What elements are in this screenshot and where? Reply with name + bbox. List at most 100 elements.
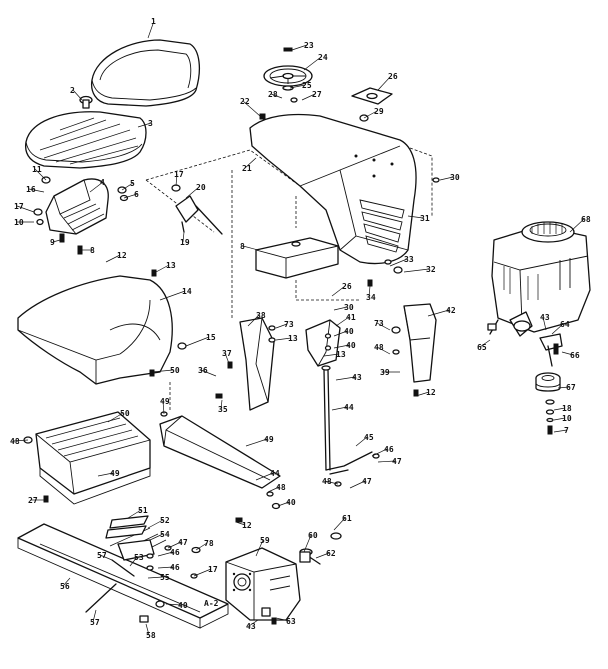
callout-number: 23: [304, 41, 314, 50]
callout-12: 12: [415, 388, 436, 397]
callout-number: 47: [178, 538, 188, 547]
leader-line: [303, 534, 312, 553]
callout-18: 18: [553, 404, 572, 413]
transaxle: [225, 547, 301, 625]
leader-line: [389, 258, 408, 267]
callout-38: 38: [247, 311, 266, 327]
callout-73: 73: [275, 320, 294, 329]
callout-number: 56: [60, 582, 70, 591]
callout-60: 60: [303, 531, 318, 553]
leader-line: [34, 168, 47, 181]
callout-14: 14: [159, 287, 192, 301]
leader-line: [301, 93, 316, 101]
leader-line: [185, 186, 200, 199]
callout-44: 44: [255, 469, 280, 481]
callout-number: 66: [570, 351, 580, 360]
leader-line: [149, 533, 164, 541]
callout-17: 17: [193, 565, 218, 577]
callout-number: 51: [138, 506, 148, 515]
callout-26: 26: [331, 282, 352, 297]
callout-number: 34: [366, 293, 376, 302]
leader-line: [331, 285, 346, 297]
leader-line: [107, 412, 124, 423]
leader-line: [224, 352, 231, 367]
callout-43: 43: [335, 373, 362, 382]
callout-12: 12: [105, 251, 127, 263]
leader-line: [248, 619, 259, 627]
steering-cap: [351, 87, 393, 105]
callout-number: 44: [270, 469, 280, 478]
callout-number: 13: [166, 261, 176, 270]
callout-number: 5: [130, 179, 135, 188]
callout-13: 13: [275, 334, 298, 343]
leader-line: [267, 486, 280, 493]
leader-line: [242, 100, 261, 117]
callout-7: 7: [553, 426, 569, 435]
leader-line: [275, 323, 288, 329]
callout-8: 8: [80, 246, 95, 255]
callout-25: 25: [289, 81, 312, 90]
callout-number: 46: [170, 548, 180, 557]
callout-number: 16: [26, 185, 36, 194]
callout-number: 29: [374, 107, 384, 116]
callout-46: 46: [371, 445, 394, 457]
callout-number: 10: [14, 218, 24, 227]
callout-number: 62: [326, 549, 336, 558]
callout-number: 8: [240, 242, 245, 251]
callout-19: 19: [180, 231, 190, 247]
callout-number: 47: [362, 477, 372, 486]
leader-line: [147, 576, 164, 579]
callout-number: 30: [450, 173, 460, 182]
leader-line: [157, 551, 174, 557]
callout-number: 57: [97, 551, 107, 560]
leader-line: [355, 436, 368, 447]
callout-27: 27: [301, 90, 322, 101]
callout-54: 54: [149, 530, 170, 541]
callout-number: 48: [322, 477, 332, 486]
callout-57: 57: [90, 609, 100, 627]
leader-line: [479, 339, 491, 348]
callout-number: 48: [374, 343, 384, 352]
callout-40: 40: [277, 498, 296, 507]
leader-line: [247, 314, 260, 327]
callout-number: 49: [160, 397, 170, 406]
callout-39: 39: [380, 368, 400, 377]
callout-number: 30: [344, 303, 354, 312]
callout-17: 17: [14, 202, 35, 213]
callout-number: 2: [70, 86, 75, 95]
leader-line: [335, 316, 350, 327]
leader-line: [244, 157, 257, 169]
callout-53: 53: [129, 553, 144, 567]
leader-line: [52, 239, 61, 243]
callout-number: 28: [268, 90, 278, 99]
callout-number: 31: [420, 214, 430, 223]
callout-64: 64: [551, 320, 570, 335]
callout-46: 46: [157, 563, 180, 572]
callout-number: 26: [342, 282, 352, 291]
callout-number: 11: [32, 165, 42, 174]
callout-40: 40: [333, 327, 354, 337]
leader-line: [127, 509, 142, 519]
callout-1: 1: [147, 17, 156, 39]
callout-number: 9: [50, 238, 55, 247]
callout-33: 33: [389, 255, 414, 267]
leader-line: [245, 438, 268, 447]
leader-line: [376, 322, 391, 331]
center-bracket: [305, 319, 341, 367]
callout-4: 4: [89, 178, 105, 193]
callout-number: 13: [336, 350, 346, 359]
callout-number: 17: [174, 170, 184, 179]
callout-48: 48: [10, 437, 29, 446]
callout-43: 43: [540, 313, 550, 331]
callout-number: 50: [120, 409, 130, 418]
callout-43: 43: [246, 619, 259, 631]
leader-line: [415, 391, 430, 397]
callout-3: 3: [137, 119, 153, 128]
callout-number: 43: [246, 622, 256, 631]
leader-line: [377, 75, 392, 91]
callout-6: 6: [123, 190, 139, 199]
leader-line: [12, 439, 29, 442]
callout-number: 27: [28, 496, 38, 505]
callout-number: 47: [392, 457, 402, 466]
